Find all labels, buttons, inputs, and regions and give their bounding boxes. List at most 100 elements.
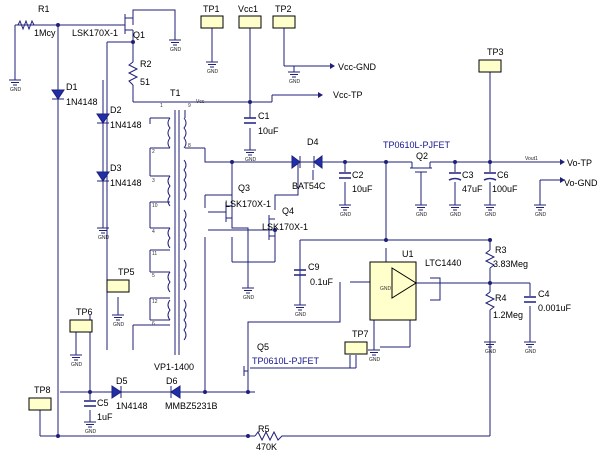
tp3-ref: TP3 [487,47,504,57]
q3-part: LSK170X-1 [225,199,271,209]
q1-ref: Q1 [133,30,145,40]
r2-value: 51 [140,77,150,87]
diode-d3: D3 1N4148 [96,163,142,188]
net-flag-vcc-tp: Vcc-TP [318,90,363,100]
c6-value: 100uF [492,184,518,194]
svg-text:1: 1 [160,103,163,109]
d6-part: MMBZ5231B [165,401,218,411]
ground-label: GND [170,47,182,53]
resistor-r2: R2 51 [127,59,152,87]
testpoint-tp1: TP1 [200,4,224,29]
d5-part: 1N4148 [116,401,148,411]
c1-value: 10uF [258,126,279,136]
svg-text:11: 11 [152,251,157,257]
ground-icon: GND [415,204,428,218]
vo-gnd-label: Vo-GND [564,178,598,188]
ground-label: GND [85,429,97,435]
jfet-q3: Q3 LSK170X-1 [208,183,271,222]
c3-value: 47uF [462,184,483,194]
ground-label: GND [485,349,497,355]
ground-icon: GND [112,314,125,328]
net-flag-vcc-gnd: Vcc-GND [330,62,377,72]
vcc-gnd-label: Vcc-GND [338,62,377,72]
ground-label: GND [485,212,497,218]
ground-icon: GND [206,61,219,75]
ground-icon: GND [169,39,182,53]
ground-icon: GND [288,71,301,85]
testpoint-tp7: TP7 [344,329,369,355]
ground-icon: GND [9,79,22,93]
capacitor-c4: C4 0.001uF [524,289,572,313]
u1-ref: U1 [402,249,414,259]
svg-text:10: 10 [152,203,158,209]
c5-ref: C5 [97,398,109,408]
tp5-ref: TP5 [118,267,135,277]
r5-ref: R5 [258,424,270,434]
r3-ref: R3 [495,245,507,255]
net-flag-vo-tp: Vo-TP [560,158,592,168]
r5-value: 470K [256,442,277,452]
svg-text:8: 8 [188,143,191,149]
ground-icon: GND [484,341,497,355]
c4-value: 0.001uF [538,303,572,313]
vout-label: Vout1 [525,156,538,162]
q1-part: LSK170X-1 [72,28,118,38]
ground-label: GND [207,69,219,75]
svg-text:6: 6 [152,321,155,327]
ground-icon: GND [97,227,110,241]
d2-ref: D2 [110,105,122,115]
ground-label: GND [289,79,301,85]
c9-ref: C9 [308,262,320,272]
tp8-ref: TP8 [34,385,51,395]
d5-ref: D5 [116,376,128,386]
d1-part: 1N4148 [66,97,98,107]
tp1-ref: TP1 [203,4,220,14]
transformer-t1: T1 Vcc VP1-1400 1 9 8 2 3 10 4 11 5 12 6 [152,88,205,372]
t1-ref: T1 [170,88,181,98]
capacitor-c9: C9 0.1uF [294,262,334,287]
ground-icon: GND [368,349,381,363]
ground-icon: GND [242,287,255,301]
ground-label: GND [113,322,125,328]
ground-icon: GND [534,204,547,218]
vo-tp-label: Vo-TP [567,158,592,168]
ground-label: GND [450,212,462,218]
jfet-q4: Q4 LSK170X-1 [262,206,308,240]
d1-ref: D1 [66,82,78,92]
c2-value: 10uF [352,184,373,194]
ground-icon: GND [84,421,97,435]
net-flag-vo-gnd: Vo-GND [560,177,598,188]
ground-label: GND [535,212,547,218]
c4-ref: C4 [538,289,550,299]
svg-text:3: 3 [152,178,155,184]
q5-ref: Q5 [257,342,269,352]
ground-label: GND [98,235,110,241]
ground-label: GND [369,357,381,363]
c5-value: 1uF [97,412,113,422]
junction-dots [56,23,492,438]
ground-label: GND [245,157,257,163]
q2-ref: Q2 [416,151,428,161]
ground-label: GND [340,212,352,218]
diode-d2: D2 1N4148 [96,105,142,130]
c6-ref: C6 [497,170,509,180]
ground-label: GND [10,87,22,93]
diode-d4: D4 BAT54C [291,137,326,191]
ground-icon: GND [484,204,497,218]
diode-d6: D6 MMBZ5231B [165,376,218,411]
tp7-ref: TP7 [352,329,369,339]
vcc1-ref: Vcc1 [238,4,258,14]
testpoint-vcc1: Vcc1 [238,4,262,29]
ground-icon: GND [70,354,83,368]
ground-icon: GND [524,341,537,355]
q5-part: TP0610L-PJFET [252,356,320,366]
svg-text:GND: GND [380,286,392,292]
c9-value: 0.1uF [310,277,334,287]
ground-label: GND [295,312,307,318]
svg-text:4: 4 [152,229,155,235]
comparator-u1: U1 LTC1440 GND [369,249,461,321]
jfet-q1: Q1 LSK170X-1 [72,14,145,40]
ground-label: GND [71,362,83,368]
svg-text:2: 2 [152,149,155,155]
vcc-tp-label: Vcc-TP [333,90,363,100]
